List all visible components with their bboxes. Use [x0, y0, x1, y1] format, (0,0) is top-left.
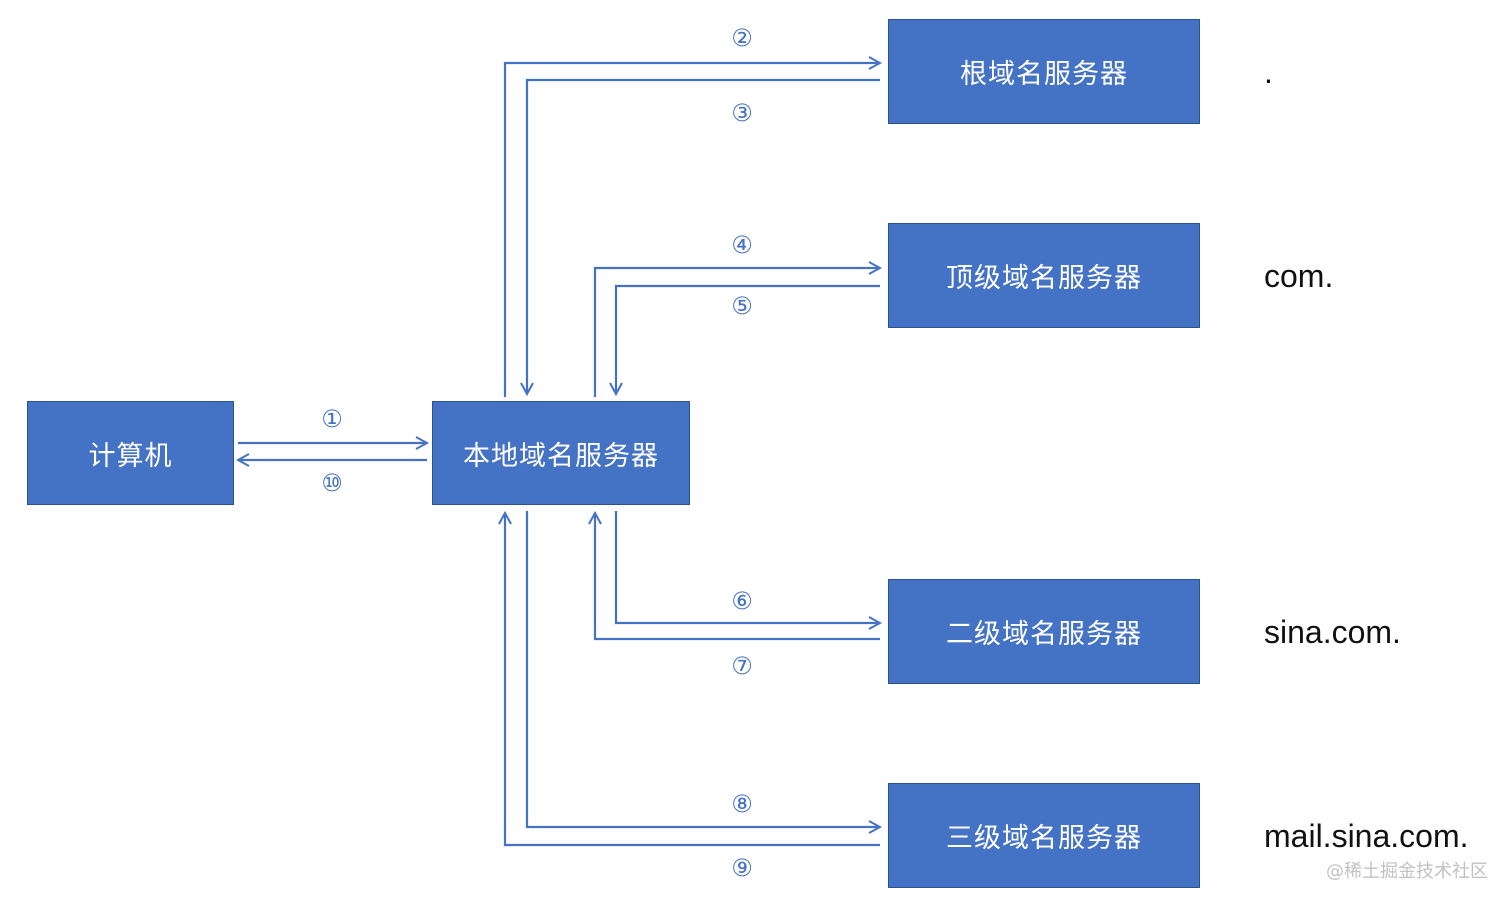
- arrow-step-7: [595, 513, 880, 641]
- zone-label-third-level: mail.sina.com.: [1264, 818, 1469, 854]
- arrow-step-5: [616, 284, 880, 394]
- step-label-1: ①: [321, 405, 343, 433]
- zone-label-root: .: [1264, 54, 1273, 90]
- root-dns-server-node: 根域名服务器: [888, 19, 1200, 124]
- local-dns-server-node: 本地域名服务器: [432, 401, 690, 505]
- arrow-step-9: [505, 513, 880, 847]
- second-level-dns-server-node: 二级域名服务器: [888, 579, 1200, 684]
- zone-label-tld: com.: [1264, 258, 1334, 294]
- step-label-6: ⑥: [731, 587, 753, 615]
- step-label-4: ④: [731, 231, 753, 259]
- step-label-7: ⑦: [731, 652, 753, 680]
- arrow-step-4: [593, 268, 880, 397]
- tld-dns-server-node: 顶级域名服务器: [888, 223, 1200, 328]
- watermark: @稀土掘金技术社区: [1326, 861, 1488, 882]
- computer-node: 计算机: [27, 401, 234, 505]
- step-label-2: ②: [731, 24, 753, 52]
- arrow-step-8: [525, 511, 880, 827]
- third-level-dns-server-node: 三级域名服务器: [888, 783, 1200, 888]
- zone-label-second-level: sina.com.: [1264, 614, 1401, 650]
- arrow-step-6: [614, 511, 880, 623]
- step-label-5: ⑤: [731, 292, 753, 320]
- step-label-9: ⑨: [731, 854, 753, 882]
- arrow-step-3: [527, 78, 880, 394]
- step-label-8: ⑧: [731, 790, 753, 818]
- arrow-step-2: [503, 63, 880, 397]
- step-label-3: ③: [731, 99, 753, 127]
- step-label-10: ⑩: [321, 469, 343, 497]
